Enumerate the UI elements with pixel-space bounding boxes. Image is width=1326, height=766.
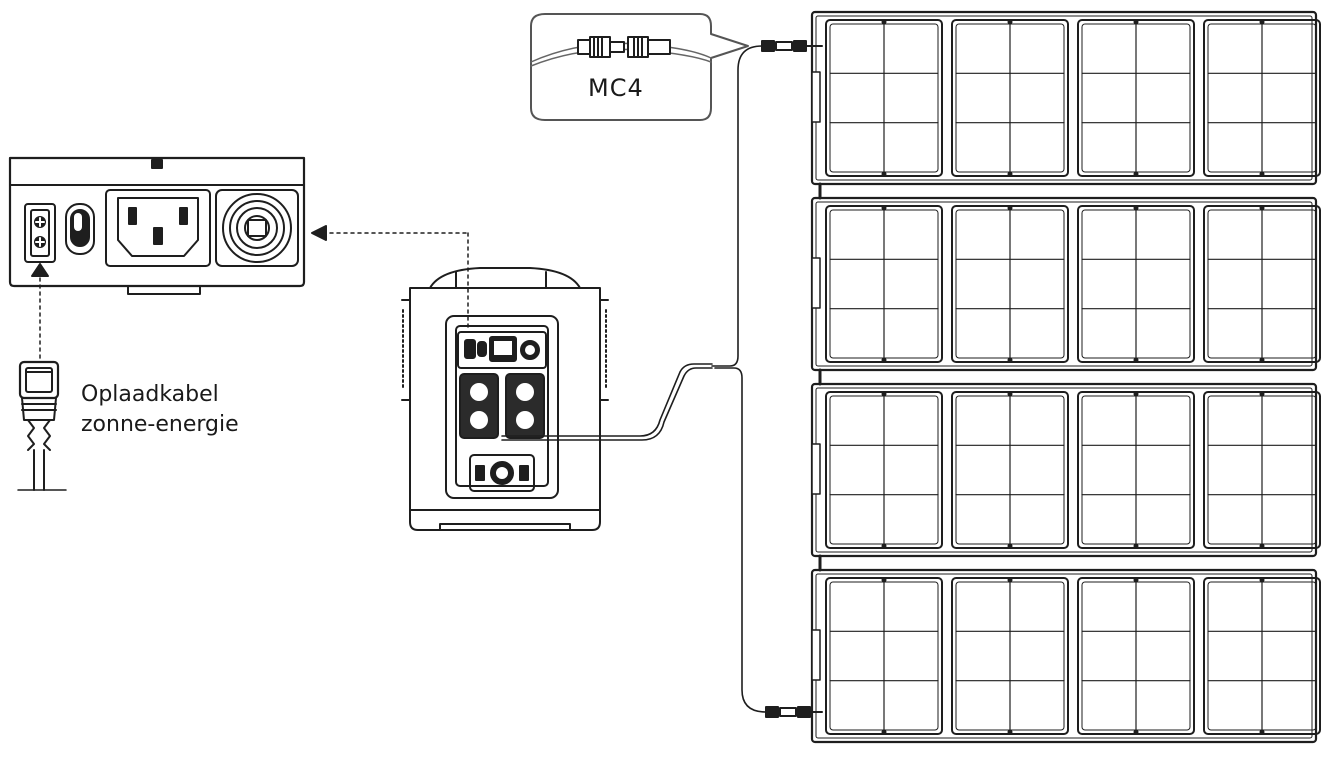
solar-module [951, 391, 1069, 549]
leader-line [39, 232, 469, 361]
solar-charging-cable-icon [17, 360, 67, 491]
cable-label-line2: zonne-energie [81, 412, 239, 437]
solar-panel [810, 10, 1321, 186]
solar-module [951, 19, 1069, 177]
anderson-port-icon [215, 189, 299, 267]
mc4-callout [530, 13, 749, 121]
solar-module [1077, 205, 1195, 363]
port-panel-closeup [8, 156, 306, 295]
solar-module [825, 577, 943, 735]
power-station-rear-view [401, 267, 609, 531]
solar-module [1077, 577, 1195, 735]
solar-cable [501, 45, 767, 713]
solar-charging-cable-label: Oplaadkabel zonne-energie [81, 380, 239, 440]
solar-panel [810, 568, 1321, 744]
mc4-connector-icon [577, 36, 671, 58]
solar-module [1203, 391, 1321, 549]
solar-panel-array [810, 10, 1321, 744]
solar-module [825, 205, 943, 363]
cable-label-line1: Oplaadkabel [81, 382, 219, 407]
power-switch-icon [65, 203, 95, 255]
mc4-connector-top [761, 40, 823, 52]
solar-module [1077, 19, 1195, 177]
solar-panel [810, 382, 1321, 558]
leader-arrow [311, 225, 327, 241]
solar-module [1203, 19, 1321, 177]
solar-module [825, 19, 943, 177]
solar-module [951, 577, 1069, 735]
indicator-arrow-up [31, 263, 49, 277]
solar-module [1077, 391, 1195, 549]
mc4-label: MC4 [588, 74, 644, 102]
solar-panel [810, 196, 1321, 372]
ac-inlet-icon [105, 189, 211, 267]
mc4-connector-bottom [765, 706, 823, 718]
solar-input-port-icon [24, 203, 56, 263]
solar-module [1203, 577, 1321, 735]
solar-module [825, 391, 943, 549]
solar-module [951, 205, 1069, 363]
solar-module [1203, 205, 1321, 363]
